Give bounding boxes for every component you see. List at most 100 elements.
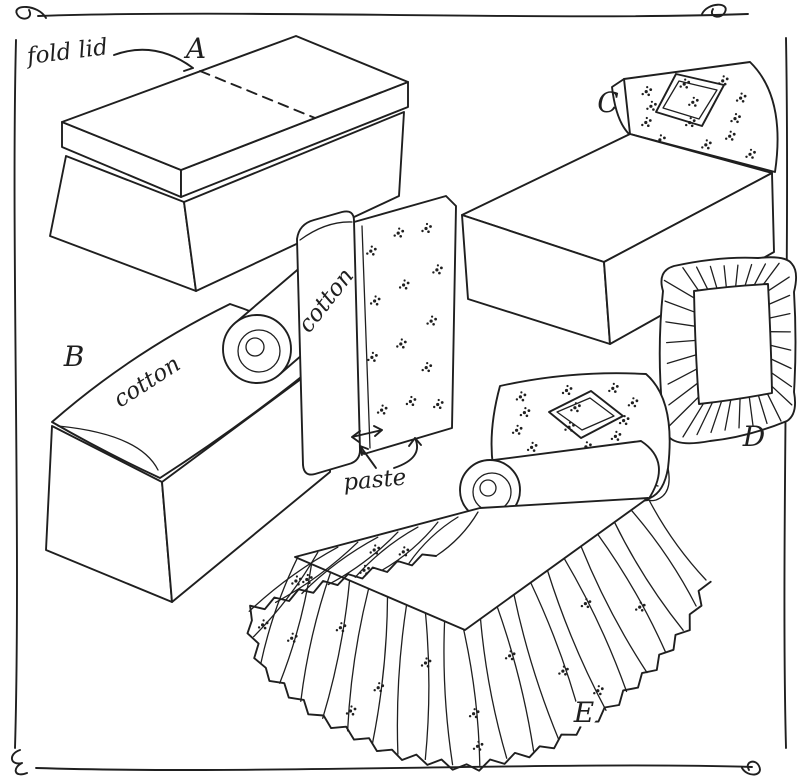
- ruffle-gather-line: [748, 395, 754, 427]
- step-c-label: C: [597, 86, 618, 119]
- skirt-gather-line: [248, 546, 339, 612]
- flower-cluster: [593, 685, 604, 696]
- skirt-gather-line: [435, 511, 479, 557]
- ruffle-gather-line: [734, 264, 739, 288]
- border-top: [37, 12, 749, 18]
- skirt-gather-line: [563, 557, 628, 693]
- skirt-gather-line: [546, 569, 607, 711]
- ruffle-gather-line: [710, 399, 723, 434]
- flower-cluster: [472, 740, 484, 751]
- floral-panel-crease: [361, 225, 371, 449]
- shoebox-step-a: fold lid A: [24, 32, 409, 292]
- headboard-panels: cotton: [293, 195, 457, 476]
- paste-arrow-left: [359, 445, 377, 469]
- corner-loop-top-left: [15, 6, 47, 20]
- ruffle-gather-line: [738, 397, 741, 429]
- skirt-gather-line: [381, 521, 439, 571]
- e-diamond-outer: [548, 390, 624, 439]
- skirt-gather-line: [424, 612, 430, 761]
- skirt-gather-line: [279, 564, 313, 684]
- skirt-gather-line: [513, 594, 560, 741]
- ruffle-gather-line: [723, 265, 728, 289]
- skirt-gather-line: [301, 536, 379, 595]
- ruffle-gather-line: [744, 263, 753, 287]
- ruffle-gather-line: [664, 300, 696, 313]
- ruffle-gather-line: [668, 382, 699, 406]
- flower-cluster: [420, 657, 432, 668]
- step-a-label: A: [183, 32, 206, 65]
- fold-lid-arrow: [113, 48, 194, 72]
- skirt-gather-line: [322, 580, 351, 719]
- cotton-panel-top-curve: [299, 221, 353, 241]
- ruffle-gather-line: [668, 396, 700, 427]
- ruffle-gather-line: [665, 339, 697, 344]
- border-left: [13, 39, 18, 749]
- e-skirt-flounce: [246, 497, 712, 772]
- step-d-label: D: [742, 420, 765, 453]
- e-diamond-inner: [556, 397, 615, 431]
- ruffle-gather-line: [768, 294, 791, 306]
- ruffle-gather-line: [762, 262, 780, 286]
- ruffle-gather-line: [766, 393, 782, 422]
- ruffle-gather-line: [771, 385, 793, 406]
- skirt-hem: [246, 553, 712, 772]
- corner-loop-top-right: [701, 3, 727, 18]
- lid-top-face: [61, 35, 409, 171]
- d-ruffle-gathers: [663, 262, 793, 438]
- flower-cluster: [257, 619, 269, 630]
- ruffle-gather-line: [769, 344, 792, 351]
- roll-end: [222, 314, 292, 384]
- c-headboard-flap: [611, 78, 631, 136]
- fold-lid-annotation: fold lid: [24, 34, 110, 70]
- paste-annotation: paste: [342, 465, 407, 496]
- skirt-gather-line: [346, 588, 370, 732]
- paste-arrow-between: [351, 425, 383, 443]
- flower-cluster: [468, 708, 480, 719]
- c-box-side-face: [603, 172, 775, 345]
- ruffled-pillow-step-d: D: [658, 256, 798, 453]
- box-side-face: [183, 111, 405, 292]
- skirt-gather-line: [479, 618, 508, 759]
- ruffle-gather-line: [667, 368, 699, 385]
- finished-bed-step-e: E: [246, 372, 712, 772]
- e-label-backing: [570, 699, 598, 727]
- skirt-gather-line: [408, 516, 459, 564]
- skirt-gather-line: [252, 551, 319, 638]
- skirt-gather-line: [580, 545, 648, 674]
- fold-line: [199, 70, 316, 119]
- step-e-label: E: [573, 696, 594, 729]
- e-bolster-spiral-inner: [479, 479, 497, 497]
- flower-cluster: [345, 705, 357, 716]
- ruffle-gather-line: [663, 279, 695, 299]
- skirt-gather-line: [613, 521, 684, 631]
- ruffle-gather-line: [757, 394, 768, 425]
- skirt-gather-line: [274, 541, 359, 604]
- c-diamond-outer: [655, 73, 725, 127]
- roll-spiral-outer: [237, 329, 281, 373]
- ruffle-gather-line: [682, 267, 700, 292]
- paste-arrow-right: [393, 437, 422, 469]
- c-diamond-inner: [662, 80, 718, 120]
- corner-loop-bottom-right: [741, 760, 761, 776]
- skirt-gather-line: [260, 556, 299, 665]
- roll-spiral-inner: [245, 337, 265, 357]
- corner-loop-bottom-left: [11, 749, 28, 776]
- skirt-gather-line: [396, 604, 408, 755]
- skirt-gather-line: [300, 572, 332, 702]
- ruffle-gather-line: [770, 358, 792, 370]
- bed-step-c: C: [461, 61, 779, 345]
- b-cotton-crease: [57, 425, 159, 471]
- ruffle-gather-line: [753, 263, 767, 286]
- cotton-panel: [296, 210, 361, 476]
- e-mattress-top: [294, 497, 649, 631]
- ruffle-gather-line: [696, 401, 714, 436]
- border-bottom: [35, 764, 753, 771]
- ruffle-gather-line: [768, 312, 791, 319]
- skirt-gather-line: [443, 620, 454, 766]
- skirt-gather-line: [354, 526, 419, 578]
- skirt-gather-line: [647, 497, 707, 581]
- ruffle-gather-line: [724, 398, 732, 431]
- skirt-gather-line: [371, 596, 389, 744]
